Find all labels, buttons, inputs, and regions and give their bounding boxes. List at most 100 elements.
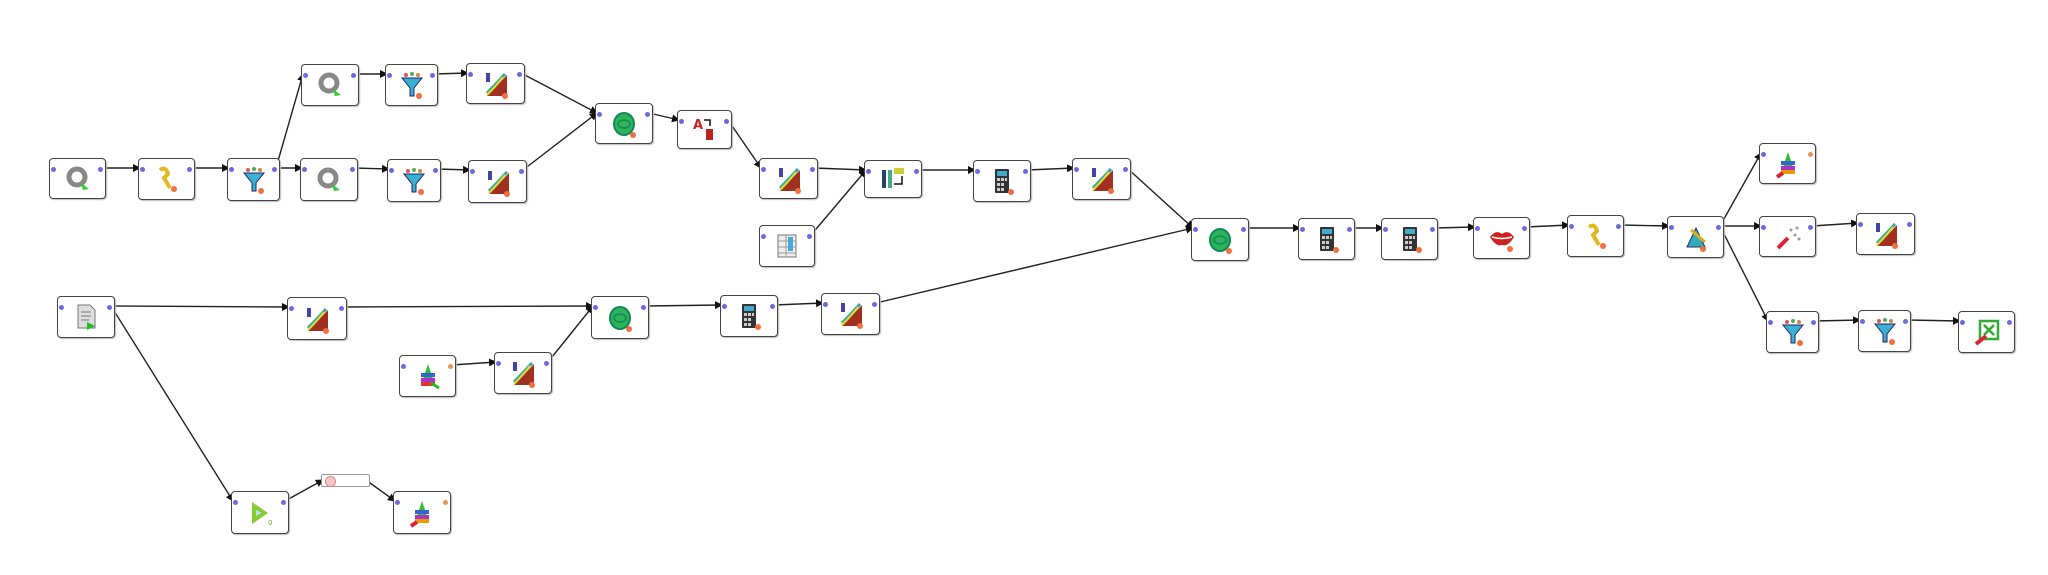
output-port[interactable] — [1023, 169, 1028, 174]
input-port[interactable] — [140, 167, 145, 172]
connection-n11-m1[interactable] — [1126, 167, 1194, 229]
input-port[interactable] — [1858, 222, 1863, 227]
operator-loop[interactable]: 0 — [231, 491, 289, 534]
operator-set-role[interactable] — [759, 225, 815, 267]
operator-filter-examples[interactable] — [1766, 311, 1819, 353]
input-port[interactable] — [866, 169, 871, 174]
connection-b-c[interactable] — [433, 69, 469, 78]
connection-r7-r3[interactable] — [547, 305, 594, 363]
output-port[interactable] — [517, 72, 522, 77]
operator-join[interactable] — [1191, 218, 1249, 261]
output-port[interactable] — [1430, 227, 1435, 232]
input-port[interactable] — [389, 168, 394, 173]
output-port[interactable] — [1716, 225, 1721, 230]
input-port[interactable] — [496, 361, 501, 366]
output-port[interactable] — [770, 304, 775, 309]
output-port[interactable] — [281, 500, 286, 505]
connection-r8-r9[interactable] — [284, 479, 324, 502]
operator-connector[interactable] — [321, 474, 370, 487]
input-port[interactable] — [303, 73, 308, 78]
output-port[interactable] — [807, 234, 812, 239]
input-port[interactable] — [1761, 152, 1766, 157]
output-port[interactable] — [810, 167, 815, 172]
connection-m6-m7[interactable] — [1719, 152, 1762, 227]
connection-e-n7[interactable] — [727, 119, 762, 169]
connection-m10-m11[interactable] — [1814, 316, 1861, 325]
connection-n6-d[interactable] — [522, 112, 598, 171]
output-port[interactable] — [272, 167, 277, 172]
output-port[interactable] — [430, 73, 435, 78]
input-port[interactable] — [1761, 225, 1766, 230]
operator-filter-examples[interactable] — [227, 158, 280, 201]
input-port[interactable] — [59, 305, 64, 310]
output-port[interactable] — [645, 112, 650, 117]
output-port[interactable] — [443, 500, 448, 505]
connection-n9-n8[interactable] — [810, 169, 867, 236]
output-port[interactable] — [1347, 227, 1352, 232]
input-port[interactable] — [1569, 224, 1574, 229]
connection-m11-m12[interactable] — [1906, 316, 1961, 325]
operator-filter-examples[interactable] — [385, 64, 438, 106]
operator-calculator[interactable] — [1381, 218, 1438, 260]
input-port[interactable] — [761, 234, 766, 239]
input-port[interactable] — [761, 167, 766, 172]
output-port[interactable] — [98, 167, 103, 172]
connection-n5-n6[interactable] — [436, 165, 471, 174]
operator-generate-attributes[interactable] — [494, 352, 552, 394]
output-port[interactable] — [1616, 224, 1621, 229]
connection-n7-n8[interactable] — [813, 165, 867, 174]
output-port[interactable] — [1522, 226, 1527, 231]
input-port[interactable] — [302, 167, 307, 172]
input-port[interactable] — [233, 500, 238, 505]
connection-n10-n11[interactable] — [1026, 164, 1075, 173]
operator-rename[interactable]: A — [677, 110, 732, 149]
input-port[interactable] — [975, 169, 980, 174]
input-port[interactable] — [289, 306, 294, 311]
connection-r1-r2[interactable] — [110, 302, 290, 311]
input-port[interactable] — [395, 500, 400, 505]
output-port[interactable] — [2007, 320, 2012, 325]
connection-m5-m6[interactable] — [1619, 221, 1670, 230]
operator-read-csv[interactable] — [57, 296, 115, 338]
output-port[interactable] — [1808, 225, 1813, 230]
input-port[interactable] — [1300, 227, 1305, 232]
input-port[interactable] — [470, 169, 475, 174]
operator-write-excel[interactable] — [1958, 311, 2015, 353]
operator-select-attributes[interactable] — [1567, 215, 1624, 257]
connection-n4-n5[interactable] — [353, 164, 390, 173]
output-port[interactable] — [1907, 222, 1912, 227]
output-port[interactable] — [351, 73, 356, 78]
input-port[interactable] — [722, 304, 727, 309]
operator-read-database[interactable] — [49, 158, 106, 199]
output-port[interactable] — [1811, 320, 1816, 325]
operator-store[interactable] — [393, 491, 451, 534]
output-port[interactable] — [107, 305, 112, 310]
output-port[interactable] — [350, 167, 355, 172]
connection-m6-m10[interactable] — [1719, 225, 1769, 322]
connection-r6-r7[interactable] — [451, 358, 497, 367]
connection-r3-r4[interactable] — [644, 301, 723, 310]
connection-m3-m4[interactable] — [1433, 223, 1476, 232]
input-port[interactable] — [387, 73, 392, 78]
input-port[interactable] — [593, 305, 598, 310]
operator-generate-attributes[interactable] — [759, 158, 818, 199]
output-port[interactable] — [724, 119, 729, 124]
output-port[interactable] — [448, 364, 453, 369]
operator-select-attributes[interactable] — [138, 158, 195, 200]
input-port[interactable] — [1074, 167, 1079, 172]
operator-join[interactable] — [595, 103, 653, 144]
operator-calculator[interactable] — [720, 295, 778, 337]
connection-r1-r8[interactable] — [110, 305, 234, 502]
operator-calculator[interactable] — [1298, 218, 1355, 260]
output-port[interactable] — [1123, 167, 1128, 172]
input-port[interactable] — [1383, 227, 1388, 232]
operator-generate-attributes[interactable] — [287, 297, 347, 340]
output-port[interactable] — [433, 168, 438, 173]
input-port[interactable] — [1768, 320, 1773, 325]
output-port[interactable] — [641, 305, 646, 310]
input-port[interactable] — [1669, 225, 1674, 230]
operator-generate-attributes[interactable] — [468, 160, 527, 203]
output-port[interactable] — [1241, 227, 1246, 232]
operator-sparkle[interactable] — [1759, 216, 1816, 257]
input-port[interactable] — [229, 167, 234, 172]
